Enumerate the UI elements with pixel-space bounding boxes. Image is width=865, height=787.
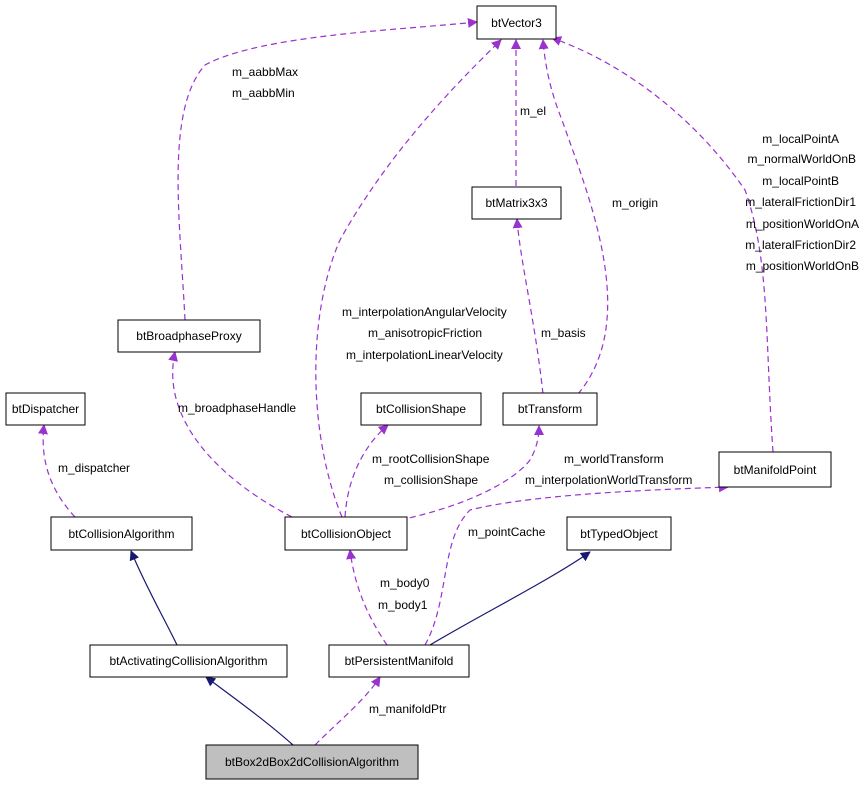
- node-btcollisionalgorithm-label: btCollisionAlgorithm: [68, 527, 174, 541]
- node-btactivatingcollisionalgorithm-label: btActivatingCollisionAlgorithm: [109, 654, 267, 668]
- edges: [38, 17, 774, 746]
- label-root-collision-shape: m_rootCollisionShape: [372, 452, 490, 466]
- node-btbox2dbox2dcollisionalgorithm[interactable]: btBox2dBox2dCollisionAlgorithm: [205, 744, 419, 780]
- node-btcollisionobject-label: btCollisionObject: [301, 527, 392, 541]
- edge-persistentmanifold-inherits-typedobject: [429, 551, 591, 646]
- node-bttypedobject[interactable]: btTypedObject: [566, 516, 672, 551]
- node-btpersistentmanifold-label: btPersistentManifold: [345, 654, 454, 668]
- nodes: btVector3 btMatrix3x3 btBroadphaseProxy …: [5, 5, 832, 780]
- node-btvector3-label: btVector3: [491, 16, 542, 30]
- label-interpolation-linear-velocity: m_interpolationLinearVelocity: [346, 348, 503, 362]
- node-btmatrix3x3-label: btMatrix3x3: [485, 196, 547, 210]
- node-btdispatcher-label: btDispatcher: [12, 402, 79, 416]
- edge-broadphaseproxy-to-vector3: [177, 17, 478, 321]
- label-anisotropic-friction: m_anisotropicFriction: [368, 326, 482, 340]
- label-manifold-ptr: m_manifoldPtr: [369, 702, 446, 716]
- node-btmanifoldpoint[interactable]: btManifoldPoint: [718, 451, 832, 488]
- label-position-world-on-a: m_positionWorldOnA: [746, 217, 859, 231]
- edge-transform-to-vector3: [538, 39, 609, 395]
- label-el: m_el: [520, 104, 546, 118]
- node-btcollisionobject[interactable]: btCollisionObject: [284, 516, 408, 551]
- edge-activating-inherits-collisionalgorithm: [129, 550, 178, 646]
- label-aabb-max: m_aabbMax: [232, 65, 298, 79]
- node-btmanifoldpoint-label: btManifoldPoint: [734, 463, 817, 477]
- edge-persistentmanifold-to-manifoldpoint: [424, 482, 729, 646]
- label-lateral-friction-dir1: m_lateralFrictionDir1: [745, 195, 856, 209]
- edge-collisionalgorithm-to-dispatcher: [38, 424, 76, 518]
- node-btdispatcher[interactable]: btDispatcher: [5, 392, 86, 426]
- edge-collisionobject-to-collisionshape: [344, 424, 389, 518]
- edge-transform-to-matrix3x3: [512, 218, 544, 395]
- label-position-world-on-b: m_positionWorldOnB: [746, 259, 859, 273]
- edge-box2d-to-persistentmanifold: [314, 676, 381, 746]
- node-btcollisionalgorithm[interactable]: btCollisionAlgorithm: [50, 516, 193, 551]
- edge-persistentmanifold-to-collisionobject: [346, 549, 388, 646]
- edge-collisionobject-to-broadphaseproxy: [168, 351, 293, 518]
- node-bttransform-label: btTransform: [518, 402, 582, 416]
- node-btvector3[interactable]: btVector3: [476, 5, 557, 40]
- label-broadphase-handle: m_broadphaseHandle: [178, 401, 296, 415]
- edge-collisionobject-to-vector3: [315, 39, 502, 518]
- node-btpersistentmanifold[interactable]: btPersistentManifold: [328, 644, 470, 678]
- label-local-point-b: m_localPointB: [762, 174, 839, 188]
- label-body0: m_body0: [380, 576, 430, 590]
- label-basis: m_basis: [541, 326, 586, 340]
- label-lateral-friction-dir2: m_lateralFrictionDir2: [745, 238, 856, 252]
- edge-box2d-inherits-activating: [205, 676, 294, 746]
- edge-manifoldpoint-to-vector3: [551, 36, 774, 453]
- node-btcollisionshape[interactable]: btCollisionShape: [360, 392, 482, 426]
- label-aabb-min: m_aabbMin: [232, 86, 295, 100]
- label-local-point-a: m_localPointA: [762, 132, 839, 146]
- label-dispatcher: m_dispatcher: [58, 461, 130, 475]
- label-normal-world-on-b: m_normalWorldOnB: [748, 152, 856, 166]
- label-world-transform: m_worldTransform: [564, 452, 664, 466]
- label-collision-shape: m_collisionShape: [384, 473, 478, 487]
- node-btcollisionshape-label: btCollisionShape: [376, 402, 466, 416]
- label-body1: m_body1: [378, 598, 428, 612]
- edge-collisionobject-to-transform: [399, 425, 544, 521]
- edge-labels: m_aabbMax m_aabbMin m_el m_origin m_loca…: [58, 65, 859, 716]
- node-btmatrix3x3[interactable]: btMatrix3x3: [471, 186, 562, 220]
- label-interpolation-world-transform: m_interpolationWorldTransform: [525, 473, 692, 487]
- node-btbroadphaseproxy[interactable]: btBroadphaseProxy: [117, 319, 261, 353]
- label-point-cache: m_pointCache: [468, 525, 546, 539]
- node-btbox2dbox2dcollisionalgorithm-label: btBox2dBox2dCollisionAlgorithm: [225, 755, 399, 769]
- label-interpolation-angular-velocity: m_interpolationAngularVelocity: [342, 305, 507, 319]
- node-btactivatingcollisionalgorithm[interactable]: btActivatingCollisionAlgorithm: [89, 644, 288, 678]
- node-bttransform[interactable]: btTransform: [502, 392, 598, 426]
- node-bttypedobject-label: btTypedObject: [580, 527, 658, 541]
- label-origin: m_origin: [612, 196, 658, 210]
- node-btbroadphaseproxy-label: btBroadphaseProxy: [136, 329, 241, 343]
